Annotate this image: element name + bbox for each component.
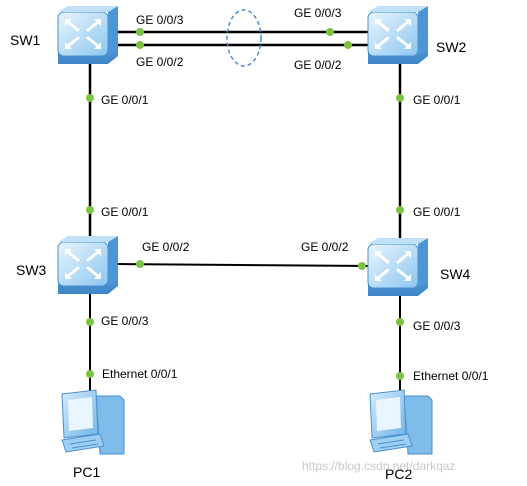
port-dot <box>326 28 334 36</box>
port-label-sw3-ge002: GE 0/0/2 <box>142 240 190 254</box>
port-dot <box>396 372 404 380</box>
sw3-label: SW3 <box>16 262 47 278</box>
port-label-sw4-ge002: GE 0/0/2 <box>301 240 349 254</box>
port-dot <box>396 94 404 102</box>
sw4-label: SW4 <box>440 266 471 282</box>
port-label-sw3-ge001: GE 0/0/1 <box>101 205 149 219</box>
port-dot <box>396 206 404 214</box>
port-dot <box>86 370 94 378</box>
port-dot <box>86 94 94 102</box>
port-dot <box>136 260 144 268</box>
port-label-sw1-ge002: GE 0/0/2 <box>136 55 184 69</box>
sw2-label: SW2 <box>436 39 467 55</box>
port-dot <box>86 318 94 326</box>
sw1-label: SW1 <box>10 32 41 48</box>
port-label-sw3-ge003: GE 0/0/3 <box>101 314 149 328</box>
port-label-sw2-ge001: GE 0/0/1 <box>413 93 461 107</box>
port-label-pc2-eth001: Ethernet 0/0/1 <box>413 369 489 383</box>
port-label-sw2-ge003: GE 0/0/3 <box>294 6 342 20</box>
link-sw3-sw4 <box>117 263 373 267</box>
port-dot <box>136 28 144 36</box>
pc2-label: PC2 <box>385 466 412 482</box>
pc1-label: PC1 <box>73 464 100 480</box>
watermark: https://blog.csdn.net/darkqaz <box>302 459 455 473</box>
eth-trunk-ellipse <box>226 9 262 67</box>
port-label-sw1-ge003: GE 0/0/3 <box>136 13 184 27</box>
port-label-pc1-eth001: Ethernet 0/0/1 <box>102 367 178 381</box>
sw3-switch-icon[interactable] <box>56 234 120 296</box>
port-label-sw4-ge001: GE 0/0/1 <box>413 205 461 219</box>
port-dot <box>344 41 352 49</box>
port-dot <box>136 41 144 49</box>
sw4-switch-icon[interactable] <box>366 236 430 298</box>
port-label-sw1-ge001: GE 0/0/1 <box>101 93 149 107</box>
pc1-pc-icon[interactable] <box>61 389 125 455</box>
port-dot <box>86 206 94 214</box>
port-dot <box>358 262 366 270</box>
port-dot <box>396 318 404 326</box>
sw2-switch-icon[interactable] <box>366 4 430 66</box>
pc2-pc-icon[interactable] <box>369 389 433 455</box>
port-indicators <box>86 28 404 380</box>
port-label-sw2-ge002: GE 0/0/2 <box>294 58 342 72</box>
port-label-sw4-ge003: GE 0/0/3 <box>413 319 461 333</box>
sw1-switch-icon[interactable] <box>56 4 120 66</box>
